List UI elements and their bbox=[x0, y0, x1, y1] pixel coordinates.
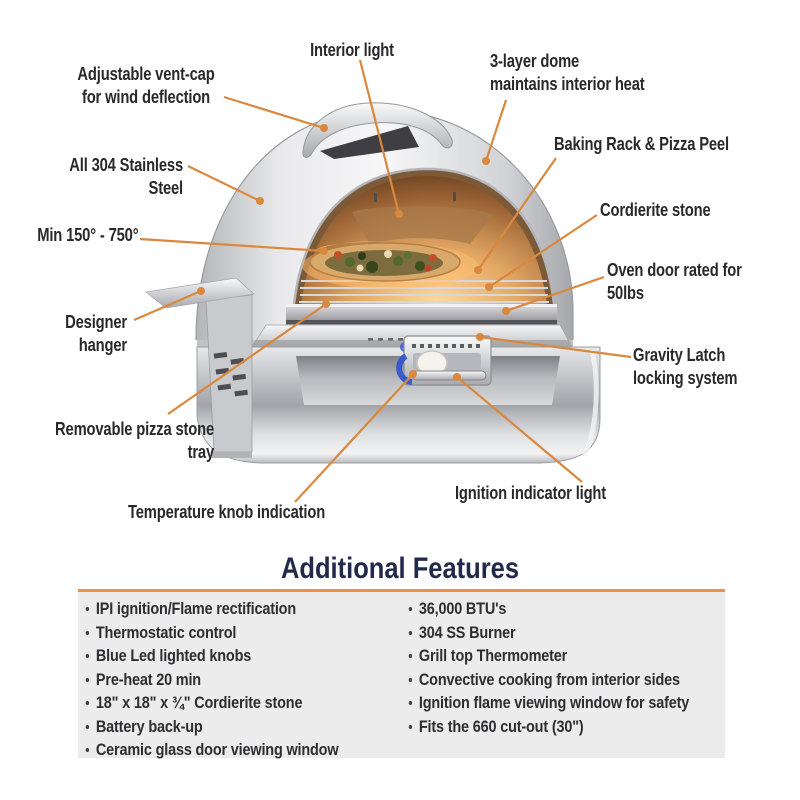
callout-oven-door: Oven door rated for 50lbs bbox=[607, 260, 742, 303]
callout-3-layer-dome: 3-layer dome maintains interior heat bbox=[490, 51, 645, 94]
callout-ignition-light: Ignition indicator light bbox=[455, 483, 607, 503]
callout-stainless: All 304 Stainless Steel bbox=[69, 155, 183, 198]
pizza-stone-tray bbox=[286, 304, 557, 326]
leader-lines bbox=[133, 59, 632, 503]
feature-item: Pre-heat 20 min bbox=[84, 668, 348, 692]
feature-item: Fits the 660 cut-out (30") bbox=[407, 715, 688, 739]
feature-item: Ignition flame viewing window for safety bbox=[407, 691, 689, 715]
callout-gravity-latch: Gravity Latch locking system bbox=[633, 345, 738, 388]
latch-handle bbox=[411, 370, 487, 381]
leader-vent-cap bbox=[223, 95, 328, 132]
vent-cap bbox=[302, 102, 453, 159]
oven-base bbox=[196, 340, 601, 464]
feature-item: 304 SS Burner bbox=[407, 621, 688, 645]
callout-temp-knob: Temperature knob indication bbox=[128, 502, 326, 522]
feature-item: IPI ignition/Flame rectification bbox=[84, 597, 348, 621]
leader-oven-door bbox=[502, 275, 605, 315]
leader-cordierite bbox=[485, 214, 598, 291]
knob-led-ring bbox=[396, 353, 413, 385]
callout-cordierite: Cordierite stone bbox=[600, 200, 711, 220]
leader-stainless bbox=[187, 165, 264, 205]
additional-features-title: Additional Features bbox=[280, 552, 520, 585]
callout-vent-cap: Adjustable vent-cap for wind deflection bbox=[77, 64, 215, 107]
gravity-latch bbox=[396, 335, 492, 386]
callout-interior-light: Interior light bbox=[310, 40, 394, 60]
feature-item: Blue Led lighted knobs bbox=[84, 644, 348, 668]
feature-item: Convective cooking from interior sides bbox=[407, 668, 688, 692]
feature-item: 36,000 BTU's bbox=[407, 597, 688, 621]
additional-features-panel bbox=[78, 592, 725, 758]
leader-interior-light bbox=[358, 59, 403, 218]
feature-item: Ceramic glass door viewing window bbox=[84, 738, 348, 762]
callout-designer-hanger: Designer hanger bbox=[65, 312, 127, 355]
pizza bbox=[302, 241, 478, 289]
callout-baking-rack: Baking Rack & Pizza Peel bbox=[554, 134, 729, 154]
leader-ignition-light bbox=[453, 373, 583, 483]
leader-baking-rack bbox=[474, 157, 557, 274]
callout-min-temp: Min 150° - 750° bbox=[36, 225, 138, 245]
leader-removable-tray bbox=[167, 300, 330, 415]
leader-temp-knob bbox=[294, 370, 417, 503]
leader-designer-hanger bbox=[133, 287, 205, 322]
leader-gravity-latch bbox=[476, 333, 632, 359]
callout-removable-tray: Removable pizza stone tray bbox=[55, 419, 215, 462]
feature-item: Thermostatic control bbox=[84, 621, 348, 645]
leader-3-layer-dome bbox=[482, 99, 508, 165]
leader-min-temp bbox=[139, 237, 328, 255]
interior-ceiling bbox=[352, 206, 492, 245]
title-rule bbox=[78, 589, 725, 592]
feature-item: Grill top Thermometer bbox=[407, 644, 688, 668]
feature-item: Battery back-up bbox=[84, 715, 348, 739]
feature-item: 18" x 18" x ¾" Cordierite stone bbox=[84, 691, 348, 715]
